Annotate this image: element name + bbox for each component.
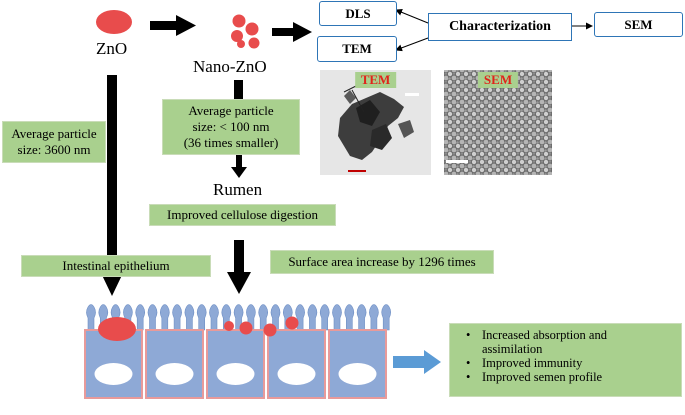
microvillus xyxy=(270,304,281,331)
dls-label: DLS xyxy=(345,5,371,21)
microvilli-row xyxy=(86,304,391,331)
sem-image-frame: SEM xyxy=(444,70,552,175)
surface-area-label: Surface area increase by 1296 times xyxy=(288,254,476,269)
microvillus xyxy=(172,304,182,331)
arrow-cellulose-to-epithelium xyxy=(227,240,251,294)
arrow-zno-to-nano xyxy=(150,15,196,36)
nano-zno-label: Nano-ZnO xyxy=(193,57,267,76)
microvillus xyxy=(381,304,391,331)
intestinal-box: Intestinal epithelium xyxy=(21,255,211,277)
cell-nucleus xyxy=(216,363,255,385)
dls-box: DLS xyxy=(319,1,397,26)
nano-size-box: Average particle size: < 100 nm (36 time… xyxy=(162,99,300,155)
arrow-to-tem xyxy=(395,37,429,52)
outcomes-list: Increased absorption and assimilation Im… xyxy=(460,328,675,384)
outcome-item: Improved immunity xyxy=(466,356,675,370)
microvillus xyxy=(369,304,379,331)
microvillus xyxy=(209,304,219,331)
outcome-item-text: Improved immunity xyxy=(482,356,583,370)
zno-size-line1: Average particle xyxy=(11,126,97,141)
intestinal-label: Intestinal epithelium xyxy=(62,258,170,273)
nano-size-line1: Average particle xyxy=(188,103,274,118)
outcome-item: Improved semen profile xyxy=(466,370,675,384)
tem-label: TEM xyxy=(342,41,372,56)
outcome-item-text: Increased absorption and xyxy=(482,328,607,342)
nano-zno-particles xyxy=(231,14,260,49)
arrow-to-outcomes xyxy=(393,350,441,374)
cell-nucleus xyxy=(155,363,194,385)
tem-image-frame: TEM xyxy=(320,70,431,175)
cell-nucleus xyxy=(277,363,316,385)
arrow-nano-to-characterization xyxy=(272,22,312,42)
nano-particles-on-epithelium xyxy=(224,316,299,337)
microvillus xyxy=(356,304,367,331)
microvillus xyxy=(160,304,170,331)
microvillus xyxy=(135,304,145,331)
zno-size-box: Average particle size: 3600 nm xyxy=(2,121,106,163)
microvillus xyxy=(319,304,330,331)
microvillus xyxy=(307,304,318,331)
outcomes-box: Increased absorption and assimilation Im… xyxy=(449,323,682,397)
sem-box: SEM xyxy=(594,12,683,37)
tem-image-tag: TEM xyxy=(354,72,397,88)
microvillus xyxy=(147,304,158,331)
arrow-to-dls xyxy=(395,9,429,24)
zno-label: ZnO xyxy=(96,39,128,58)
cell-nucleus xyxy=(94,363,133,385)
cell-nucleus xyxy=(338,363,377,385)
arrow-size-to-rumen xyxy=(231,155,247,178)
nano-size-line2: size: < 100 nm xyxy=(192,119,270,134)
arrow-nano-to-size-box xyxy=(234,80,243,100)
microvillus xyxy=(184,304,195,331)
epithelial-cells xyxy=(84,329,387,399)
cellulose-label: Improved cellulose digestion xyxy=(167,207,318,222)
characterization-label: Characterization xyxy=(449,19,551,34)
sem-image-tag: SEM xyxy=(477,72,519,88)
microvillus xyxy=(332,304,342,331)
outcome-item-text-cont: assimilation xyxy=(482,342,543,356)
microvillus xyxy=(196,304,207,331)
zno-particle-on-epithelium xyxy=(98,317,136,341)
sem-label: SEM xyxy=(624,16,653,32)
characterization-box: Characterization xyxy=(428,13,572,41)
arrow-zno-to-epithelium xyxy=(101,75,123,296)
rumen-label: Rumen xyxy=(213,180,263,199)
zno-particle xyxy=(96,10,132,34)
surface-area-box: Surface area increase by 1296 times xyxy=(270,250,494,274)
outcome-item: Increased absorption and assimilation xyxy=(466,328,675,356)
tem-box: TEM xyxy=(317,36,397,62)
zno-size-line2: size: 3600 nm xyxy=(17,142,91,157)
microvillus xyxy=(86,304,96,331)
microvillus xyxy=(258,304,268,331)
nano-size-line3: (36 times smaller) xyxy=(183,135,279,150)
tem-micrograph xyxy=(320,70,431,175)
microvillus xyxy=(344,304,355,331)
microvillus xyxy=(233,304,244,331)
cellulose-box: Improved cellulose digestion xyxy=(149,204,336,226)
outcome-item-text: Improved semen profile xyxy=(482,370,603,384)
